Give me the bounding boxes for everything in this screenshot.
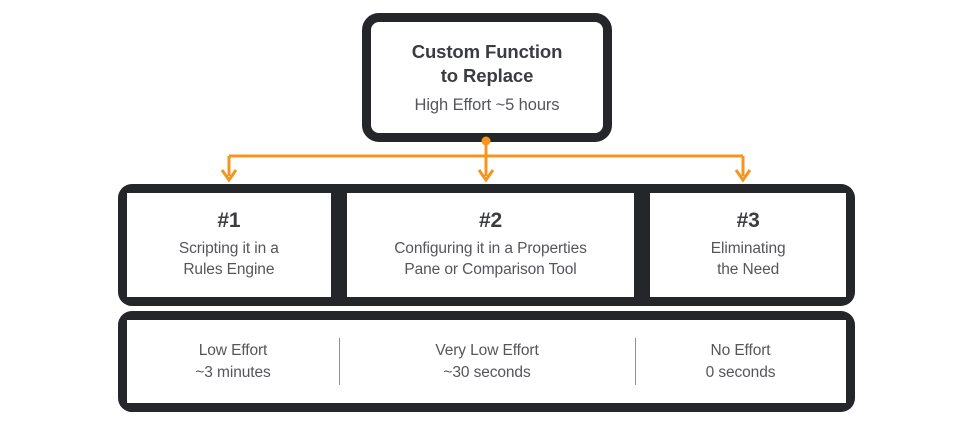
option-number-1: #1 [217, 209, 241, 233]
option-card-1[interactable]: #1 Scripting it in a Rules Engine [127, 193, 331, 297]
effort-time-3: 0 seconds [705, 363, 776, 381]
effort-time-2: ~30 seconds [443, 363, 531, 381]
effort-cell-3: No Effort 0 seconds [635, 320, 846, 403]
effort-cell-1: Low Effort ~3 minutes [127, 320, 339, 403]
option-number-2: #2 [479, 209, 502, 233]
root-subtitle: High Effort ~5 hours [414, 96, 560, 115]
arrowhead-3 [734, 169, 752, 183]
effort-label-1: Low Effort [198, 341, 268, 359]
effort-row-inner: Low Effort ~3 minutes Very Low Effort ~3… [127, 320, 846, 403]
option-description-2-line-2: Pane or Comparison Tool [404, 261, 577, 279]
option-description-2-line-1: Configuring it in a Properties [394, 240, 587, 258]
effort-row: Low Effort ~3 minutes Very Low Effort ~3… [118, 311, 855, 412]
effort-time-1: ~3 minutes [195, 363, 271, 381]
root-title-line-1: Custom Function [411, 40, 563, 62]
root-title-line-2: to Replace [440, 64, 534, 86]
effort-cell-2: Very Low Effort ~30 seconds [339, 320, 635, 403]
option-description-1: Scripting it in a Rules Engine [179, 239, 279, 280]
option-description-1-line-1: Scripting it in a [178, 240, 279, 258]
option-description-3: Eliminating the Need [711, 239, 786, 280]
option-card-3[interactable]: #3 Eliminating the Need [650, 193, 846, 297]
options-row: #1 Scripting it in a Rules Engine #2 Con… [118, 184, 855, 306]
root-title: Custom Function to Replace [412, 40, 563, 87]
arrowhead-2 [477, 169, 495, 183]
option-description-3-line-1: Eliminating [710, 240, 786, 258]
effort-label-2: Very Low Effort [435, 341, 539, 359]
arrowhead-1 [220, 169, 238, 183]
option-card-2[interactable]: #2 Configuring it in a Properties Pane o… [346, 193, 635, 297]
option-number-3: #3 [736, 209, 760, 233]
option-description-2: Configuring it in a Properties Pane or C… [394, 239, 587, 280]
root-node: Custom Function to Replace High Effort ~… [362, 13, 612, 142]
option-description-3-line-2: the Need [717, 261, 780, 279]
option-description-1-line-2: Rules Engine [183, 261, 275, 279]
effort-label-3: No Effort [710, 341, 771, 359]
